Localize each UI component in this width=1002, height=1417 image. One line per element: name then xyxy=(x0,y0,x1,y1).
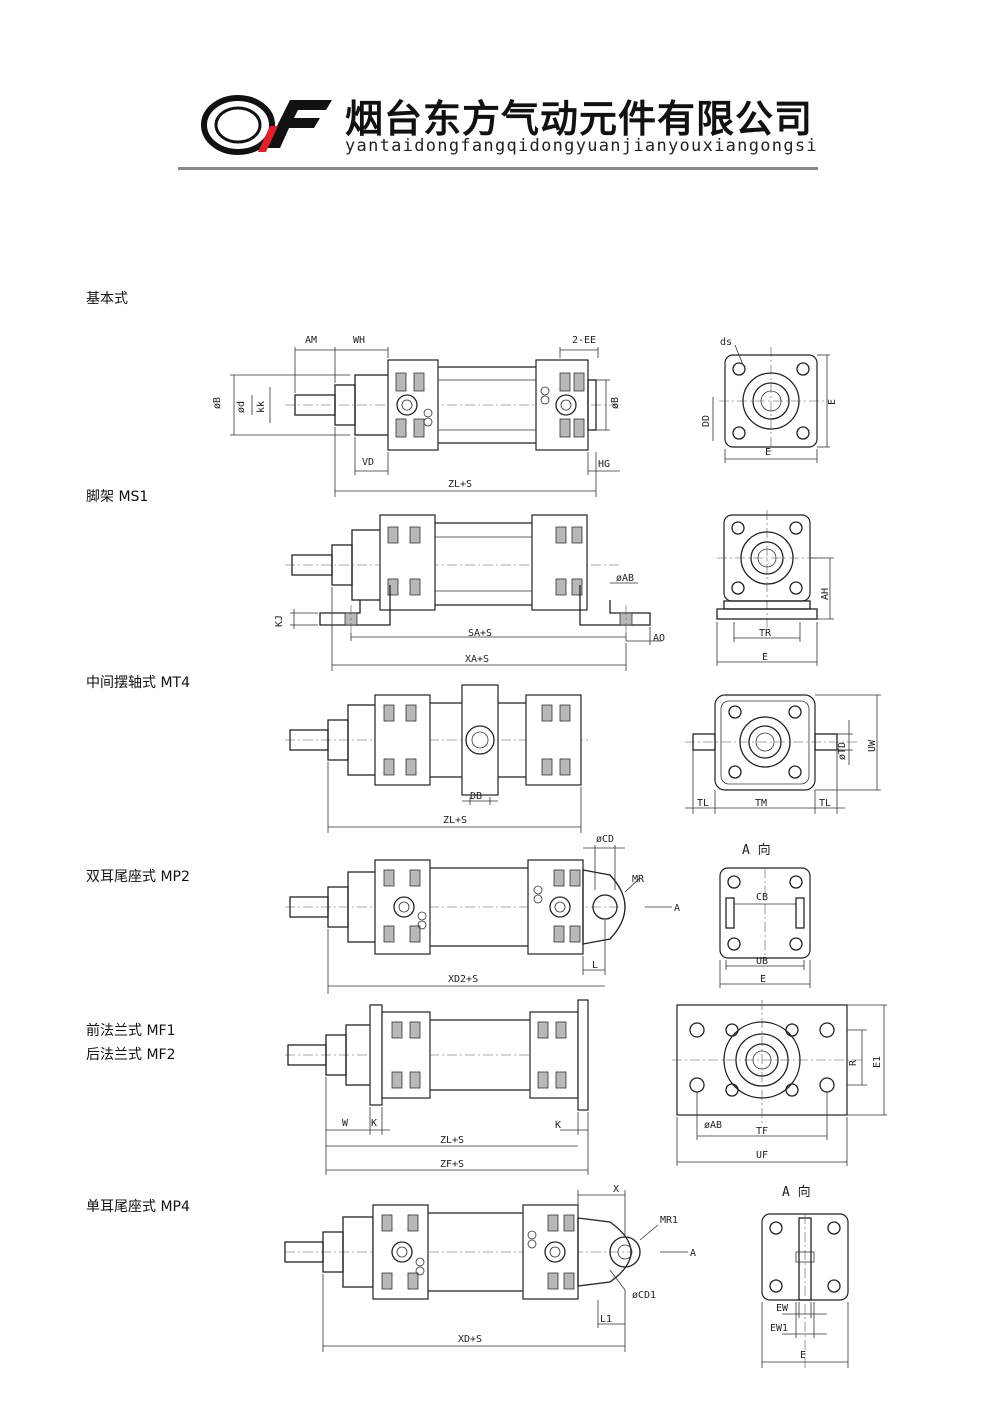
section-label-mp4: 单耳尾座式 MP4 xyxy=(86,1199,190,1215)
dim-xa: XA+S xyxy=(465,654,489,665)
dim-tm: TM xyxy=(755,798,767,809)
dim-tf: TF xyxy=(756,1126,768,1137)
section-label-mf1: 前法兰式 MF1 xyxy=(86,1023,176,1039)
dim-ew: EW xyxy=(776,1303,789,1314)
dim-w: W xyxy=(342,1118,349,1129)
header-divider xyxy=(178,167,818,170)
dim-e: E xyxy=(762,652,768,663)
dim-tr: TR xyxy=(759,628,772,639)
drawing-mp4-side: X MR1 A øCD1 L1 XD+S xyxy=(284,1184,696,1352)
drawing-mf-side: W K K ZL+S ZF+S xyxy=(285,999,590,1175)
view-arrow-a: A xyxy=(690,1248,696,1259)
view-arrow-a: A xyxy=(674,903,680,914)
section-label-basic: 基本式 xyxy=(86,291,128,307)
dim-zf: ZF+S xyxy=(440,1159,464,1170)
dim-2ee: 2-EE xyxy=(572,335,596,346)
dim-ub: UB xyxy=(756,956,768,967)
dim-e: E xyxy=(760,974,766,985)
dim-ab: øAB xyxy=(616,573,634,584)
dim-ab: øAB xyxy=(704,1120,722,1131)
dim-db: DB xyxy=(470,791,482,802)
dim-r: R xyxy=(848,1059,859,1066)
section-label-mp2: 双耳尾座式 MP2 xyxy=(86,869,190,885)
dim-b: øB xyxy=(212,397,223,409)
drawing-mf-flange: R E1 øAB TF UF xyxy=(672,1000,887,1166)
dim-td: øTD xyxy=(837,742,848,760)
drawing-mp2-end: A 向 CB UB E xyxy=(719,842,811,988)
dim-e-v: E xyxy=(827,399,838,405)
logo-red-stripe xyxy=(258,126,278,152)
dim-uf: UF xyxy=(756,1150,768,1161)
dim-k-rear: K xyxy=(555,1120,561,1131)
dim-tl-right: TL xyxy=(819,798,831,809)
dim-am: AM xyxy=(305,335,317,346)
drawing-ms1-side: øAB KJ SA+S AO XA+S xyxy=(274,514,665,671)
dim-ew1: EW1 xyxy=(770,1323,788,1334)
dim-b-rear: øB xyxy=(610,397,621,409)
dim-d: ød xyxy=(236,401,247,413)
dim-ao: AO xyxy=(653,633,665,644)
dim-l: L xyxy=(592,960,598,971)
dim-cb: CB xyxy=(756,892,768,903)
section-label-mf2: 后法兰式 MF2 xyxy=(86,1047,176,1063)
drawing-mp2-side: øCD MR A L XD2+S xyxy=(285,834,680,994)
dim-xd2: XD2+S xyxy=(448,974,478,985)
dim-e: E xyxy=(800,1350,806,1361)
company-pinyin: yantaidongfangqidongyuanjianyouxiangongs… xyxy=(345,136,818,156)
dim-kk: kk xyxy=(256,401,267,413)
dim-e1: E1 xyxy=(872,1056,883,1068)
dim-mr: MR xyxy=(632,874,645,885)
dim-cd1: øCD1 xyxy=(632,1290,656,1301)
dim-cd: øCD xyxy=(596,834,614,845)
view-a-label: A 向 xyxy=(782,1184,811,1200)
dim-ah: AH xyxy=(820,588,831,600)
dim-xd: XD+S xyxy=(458,1334,482,1345)
dim-zl: ZL+S xyxy=(440,1135,464,1146)
drawing-basic-side: AM WH 2-EE øB ød kk øB VD HG ZL+S xyxy=(212,335,621,497)
dim-dd: DD xyxy=(701,415,712,427)
drawing-basic-end: ds DD E E xyxy=(701,337,838,463)
dim-sa: SA+S xyxy=(468,628,492,639)
dim-zl: ZL+S xyxy=(443,815,467,826)
dim-e-h: E xyxy=(765,447,771,458)
company-logo xyxy=(201,95,332,155)
drawing-mt4-side: DB ZL+S xyxy=(285,684,590,833)
section-label-ms1: 脚架 MS1 xyxy=(86,489,149,505)
dim-wh: WH xyxy=(353,335,365,346)
company-name: 烟台东方气动元件有限公司 xyxy=(345,97,814,141)
dim-kj: KJ xyxy=(274,615,285,627)
drawing-mp4-end: A 向 EW EW1 E xyxy=(761,1184,849,1368)
section-label-mt4: 中间摆轴式 MT4 xyxy=(86,675,190,691)
view-a-label: A 向 xyxy=(742,842,771,858)
dim-k-front: K xyxy=(371,1118,377,1129)
dim-l1: L1 xyxy=(600,1314,612,1325)
dim-mr1: MR1 xyxy=(660,1215,678,1226)
dim-hg: HG xyxy=(598,459,610,470)
drawing-ms1-end: AH TR E xyxy=(716,510,834,666)
dim-tl-left: TL xyxy=(697,798,709,809)
dim-vd: VD xyxy=(362,457,374,468)
dim-uw: UW xyxy=(867,739,878,752)
dim-ds: ds xyxy=(720,337,732,348)
drawing-mt4-end: øTD UW TL TM TL xyxy=(685,694,881,814)
dim-x: X xyxy=(613,1184,619,1195)
dim-zl: ZL+S xyxy=(448,479,472,490)
